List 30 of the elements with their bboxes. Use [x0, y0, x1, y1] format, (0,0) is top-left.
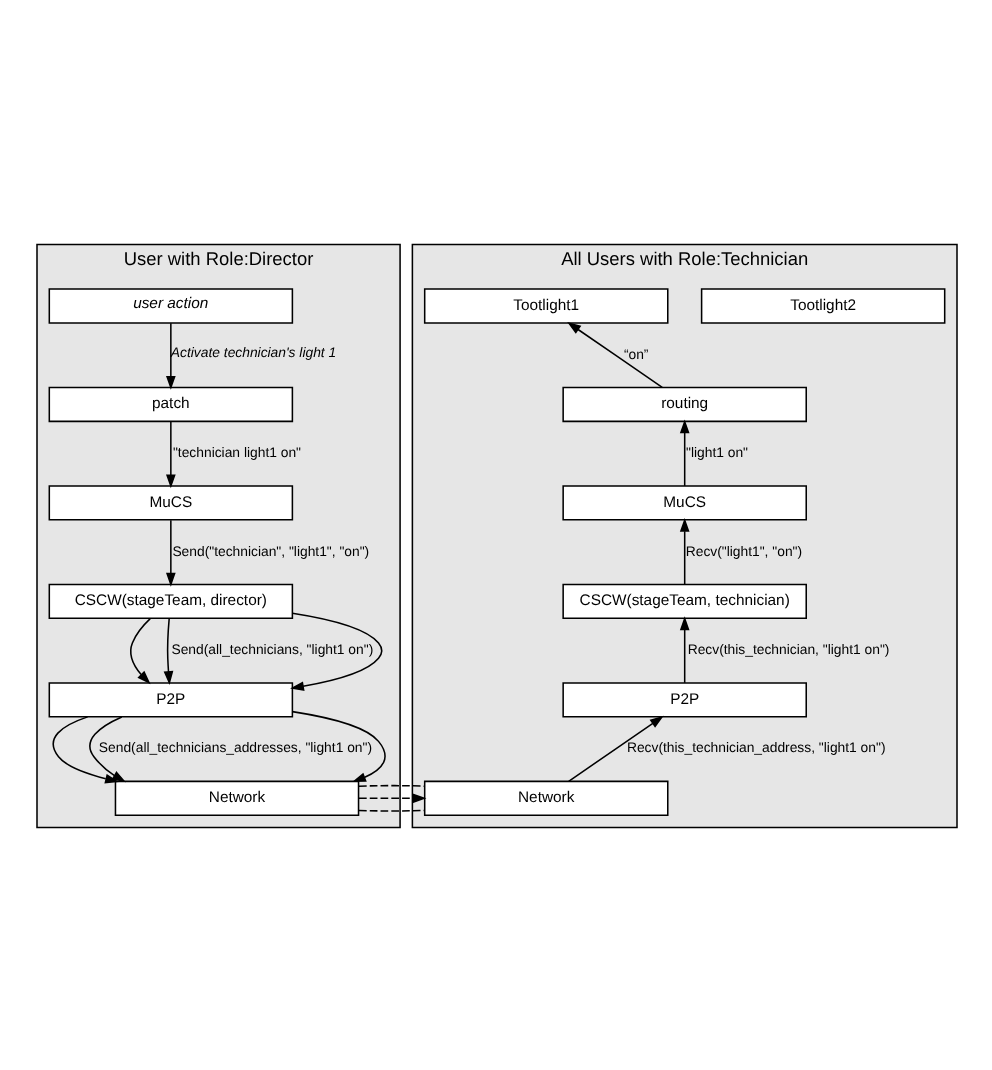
arrow	[289, 611, 382, 690]
connector	[357, 808, 424, 811]
arrow	[165, 420, 175, 488]
arrow	[678, 615, 689, 683]
arrow	[290, 709, 385, 782]
node-box: Tootlight1	[422, 287, 668, 323]
arrow	[51, 715, 118, 783]
node-box: MuCS	[561, 484, 806, 520]
connector	[357, 783, 424, 786]
node-box: P2P	[561, 681, 806, 717]
arrow	[678, 418, 689, 486]
arrow	[162, 616, 173, 685]
node-box: user action	[47, 287, 293, 323]
node-box: Tootlight2	[699, 287, 945, 323]
arrow	[566, 320, 662, 388]
arrow	[678, 516, 689, 585]
node-box: CSCW(stageTeam, director)	[47, 582, 293, 619]
arrow	[128, 616, 150, 684]
node-box: routing	[561, 385, 806, 422]
arrow	[165, 321, 175, 389]
node-box: MuCS	[47, 484, 293, 520]
arrow	[357, 792, 426, 803]
node-box: P2P	[47, 681, 293, 717]
node-box: Network	[422, 779, 668, 815]
arrow	[88, 715, 125, 782]
node-box: CSCW(stageTeam, technician)	[561, 582, 806, 619]
arrow	[566, 714, 663, 782]
node-box: patch	[47, 385, 293, 422]
arrow	[165, 518, 175, 586]
node-box: Network	[113, 779, 359, 815]
